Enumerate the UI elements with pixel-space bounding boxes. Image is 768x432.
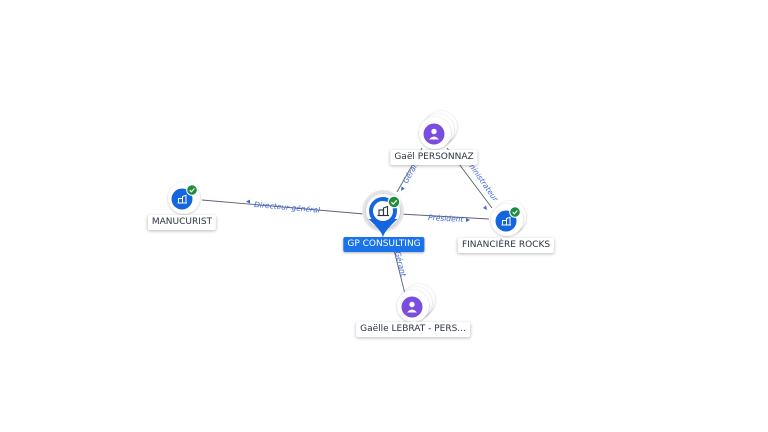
edge-arrow xyxy=(483,205,487,210)
edge-label-gp-financiere: Président xyxy=(428,213,465,224)
verified-check-icon xyxy=(186,184,198,196)
edge-gaelle-gp[interactable]: Gérant xyxy=(392,245,408,295)
node-manucurist[interactable] xyxy=(168,182,200,214)
node-label-gp-consulting[interactable]: GP CONSULTING xyxy=(343,237,425,252)
node-label-financiere-rocks[interactable]: FINANCIÈRE ROCKS xyxy=(457,238,555,253)
verified-check-icon xyxy=(509,206,521,218)
edge-arrow xyxy=(246,199,250,204)
building-icon xyxy=(377,205,389,217)
node-gp-consulting[interactable] xyxy=(362,190,404,238)
node-label-manucurist[interactable]: MANUCURIST xyxy=(147,215,217,230)
building-icon xyxy=(177,194,187,204)
node-label-gael-personnaz[interactable]: Gaël PERSONNAZ xyxy=(390,150,478,165)
edge-label-gaelle-gp: Gérant xyxy=(393,250,408,278)
node-gaelle-lebrat[interactable] xyxy=(397,284,435,322)
edge-gp-financiere[interactable]: Président xyxy=(399,213,490,224)
edge-arrow xyxy=(466,218,470,222)
verified-check-icon xyxy=(387,195,401,209)
person-icon xyxy=(407,301,417,313)
edge-label-gp-manucurist: Directeur général xyxy=(254,200,321,215)
edge-gp-manucurist[interactable]: Directeur général xyxy=(201,199,365,215)
person-icon xyxy=(429,128,439,140)
node-label-gaelle-lebrat[interactable]: Gaëlle LEBRAT - PERS... xyxy=(356,322,470,337)
node-gael-personnaz[interactable] xyxy=(419,111,457,149)
edge-arrow xyxy=(401,186,405,191)
node-financiere-rocks[interactable] xyxy=(491,201,526,236)
building-icon xyxy=(501,216,511,226)
